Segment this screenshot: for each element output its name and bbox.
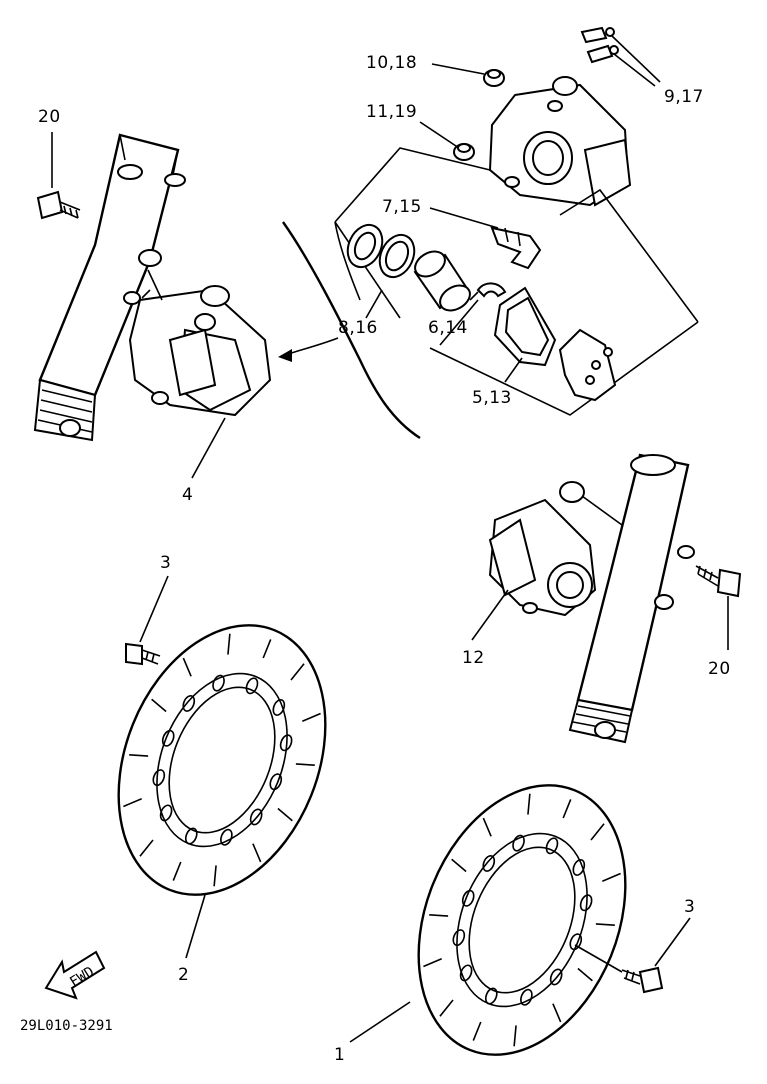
- left-fork-tube: [33, 133, 186, 442]
- leader-5-13: [504, 357, 523, 383]
- leader-8-16: [365, 289, 383, 319]
- leader-3-right-to-disc: [574, 944, 623, 973]
- pad-spring-7-15: [490, 226, 542, 270]
- leader-3-left: [139, 575, 169, 643]
- leader-10-18: [431, 63, 485, 75]
- piston: [413, 250, 471, 312]
- pad-backing-plate: [558, 328, 617, 402]
- fwd-arrow: FWD: [44, 950, 106, 1000]
- bolt-20-left: [36, 190, 81, 220]
- label-3-left: 3: [160, 553, 171, 573]
- clip-6-14: [469, 282, 507, 301]
- brake-disc-2: [117, 624, 327, 896]
- right-caliper: [488, 481, 623, 617]
- label-4: 4: [182, 485, 193, 505]
- left-caliper: [128, 269, 272, 417]
- leader-9-17a: [611, 35, 661, 83]
- label-10-18: 10,18: [366, 53, 417, 73]
- label-9-17: 9,17: [664, 87, 704, 107]
- leader-12: [471, 589, 509, 641]
- seals-8-16: [346, 223, 416, 279]
- cap-10-18: [483, 69, 505, 87]
- leader-7-15: [429, 207, 499, 229]
- leader-11-19: [419, 121, 457, 147]
- drawing-code: 29L010-3291: [20, 1018, 113, 1034]
- label-6-14: 6,14: [428, 318, 468, 338]
- arrow-head: [278, 349, 292, 362]
- leader-2: [185, 894, 206, 959]
- label-1: 1: [334, 1045, 345, 1065]
- label-5-13: 5,13: [472, 388, 512, 408]
- leader-6-14: [439, 299, 479, 346]
- label-20-left: 20: [38, 107, 61, 127]
- exploded-group-frame: [334, 147, 699, 416]
- label-11-19: 11,19: [366, 102, 417, 122]
- cap-11-19: [453, 143, 475, 161]
- label-3-right: 3: [684, 897, 695, 917]
- caliper-body-top: [488, 76, 632, 207]
- bleeder-screws-9-17: [580, 26, 619, 64]
- brake-disc-1: [417, 784, 627, 1056]
- bolt-3-left: [125, 642, 161, 666]
- bolt-3-right: [621, 966, 664, 994]
- leader-3-right: [654, 917, 691, 967]
- label-2: 2: [178, 965, 189, 985]
- right-fork-tube: [568, 453, 695, 744]
- label-20-right: 20: [708, 659, 731, 679]
- label-8-16: 8,16: [338, 318, 378, 338]
- leader-4: [191, 417, 226, 479]
- label-12: 12: [462, 648, 485, 668]
- bracket-curve: [282, 221, 421, 440]
- leader-9-17b: [613, 53, 656, 87]
- bolt-20-right: [695, 565, 742, 598]
- label-7-15: 7,15: [382, 197, 422, 217]
- brake-pad-5-13: [493, 286, 557, 367]
- leader-1: [349, 1001, 411, 1043]
